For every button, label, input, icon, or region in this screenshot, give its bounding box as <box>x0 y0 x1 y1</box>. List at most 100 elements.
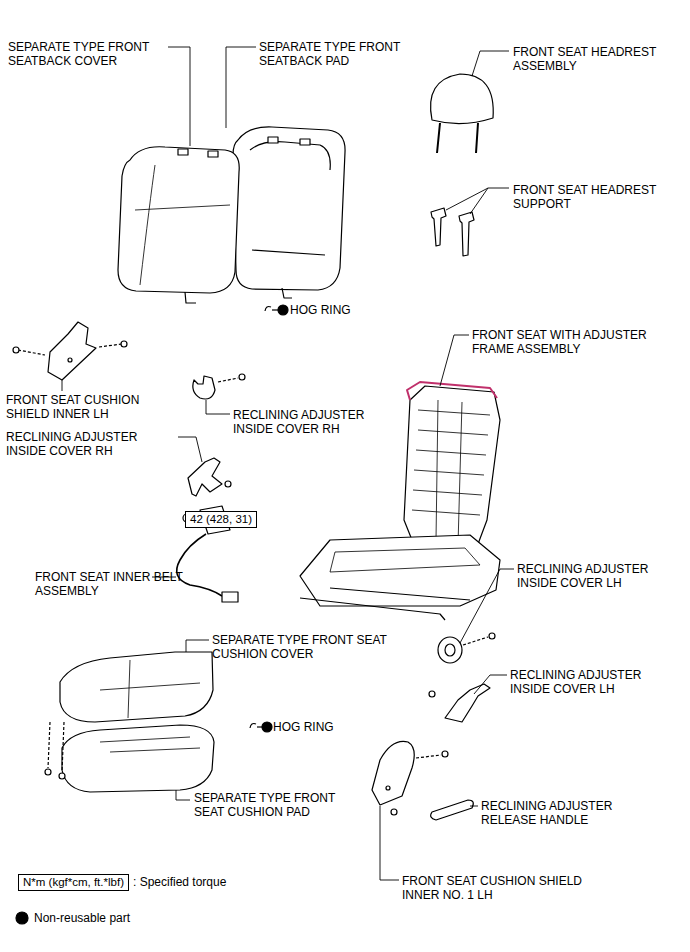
adjuster-cover <box>193 374 245 399</box>
part-label: RECLINING ADJUSTER INSIDE COVER LH <box>510 668 675 696</box>
adjuster-cover <box>188 458 222 496</box>
legend-text: Non-reusable part <box>34 911 130 925</box>
part-label: RECLINING ADJUSTER INSIDE COVER RH <box>6 430 166 458</box>
part-label: RECLINING ADJUSTER INSIDE COVER LH <box>517 562 682 590</box>
seatback-pad <box>282 288 292 298</box>
cushion-shield-inner <box>391 809 397 815</box>
leader-line <box>460 569 514 643</box>
adjuster-cover <box>445 684 490 722</box>
seatback-cover <box>118 147 239 293</box>
part-label: HOG RING <box>290 303 351 317</box>
leader-line <box>62 380 63 391</box>
torque-box: 42 (428, 31) <box>185 511 257 528</box>
adjuster-cover <box>188 458 231 496</box>
cushion-cover <box>60 652 213 722</box>
cushion-cover <box>48 722 64 772</box>
adjuster-cover <box>193 376 215 399</box>
seat-frame <box>330 548 480 572</box>
part-label: RECLINING ADJUSTER INSIDE COVER RH <box>233 408 393 436</box>
legend-dot <box>16 912 28 924</box>
part-label: FRONT SEAT HEADREST SUPPORT <box>513 183 678 211</box>
seat-frame <box>300 588 470 620</box>
cushion-shield-inner <box>13 347 19 353</box>
hog-ring-symbol <box>265 307 271 312</box>
cushion-shield-inner <box>386 786 390 790</box>
hog-ring-symbol <box>250 722 272 732</box>
hog-ring-symbol <box>278 305 288 315</box>
seatback-cover <box>185 292 196 303</box>
cushion-cover <box>100 660 200 718</box>
cushion-shield-inner <box>372 741 414 805</box>
headrest <box>431 74 494 153</box>
part-label: FRONT SEAT CUSHION SHIELD INNER NO. 1 LH <box>402 874 587 902</box>
cushion-pad <box>62 725 214 792</box>
adjuster-cover <box>445 644 455 656</box>
seatback-cover <box>135 165 230 285</box>
adjuster-cover <box>438 637 462 663</box>
seat-frame <box>436 400 462 545</box>
part-label: SEPARATE TYPE FRONT SEATBACK PAD <box>259 40 424 68</box>
seatback-pad <box>268 137 278 143</box>
seat-frame <box>407 382 497 400</box>
part-label: SEPARATE TYPE FRONT SEAT CUSHION COVER <box>212 633 422 661</box>
leader-line <box>62 47 514 880</box>
hog-ring-symbol <box>265 305 288 315</box>
adjuster-cover <box>489 633 495 639</box>
adjuster-cover <box>225 481 231 487</box>
part-label: SEPARATE TYPE FRONT SEAT CUSHION PAD <box>194 791 364 819</box>
seatback-pad <box>250 142 330 255</box>
inner-belt <box>177 534 222 596</box>
hog-ring-symbol <box>262 722 272 732</box>
leader-line <box>178 437 202 462</box>
adjuster-cover <box>239 374 245 380</box>
adjuster-cover <box>429 684 490 722</box>
cushion-cover <box>59 773 65 779</box>
headrest-support <box>459 212 474 256</box>
adjuster-cover <box>463 637 488 645</box>
leader-line <box>206 400 230 414</box>
cushion-shield-inner <box>13 322 127 380</box>
leader-line <box>472 51 509 76</box>
torque-box: N*m (kgf*cm, ft.*lbf) <box>18 874 129 891</box>
headrest <box>437 123 478 153</box>
seatback-cover <box>208 151 218 157</box>
part-label: FRONT SEAT INNER BELT ASSEMBLY <box>35 570 185 598</box>
inner-belt <box>222 592 238 602</box>
torque-text: N*m (kgf*cm, ft.*lbf) <box>23 876 124 888</box>
leader-line <box>176 790 190 800</box>
adjuster-cover <box>429 691 435 697</box>
seatback-cover <box>178 149 188 155</box>
leader-line <box>446 188 509 214</box>
leader-line <box>474 675 507 694</box>
cushion-shield-inner <box>372 741 448 815</box>
cushion-shield-inner <box>442 751 448 757</box>
leader-line <box>470 806 478 807</box>
part-label: FRONT SEAT CUSHION SHIELD INNER LH <box>6 393 166 421</box>
headrest-support <box>431 208 474 256</box>
adjuster-cover <box>218 378 238 382</box>
seat-frame <box>300 535 500 606</box>
headrest-support <box>431 208 446 246</box>
part-label: FRONT SEAT HEADREST ASSEMBLY <box>513 45 678 73</box>
seatback-pad <box>233 127 345 298</box>
seat-frame <box>404 386 500 560</box>
seat-frame <box>412 410 490 515</box>
legend-dot <box>16 912 28 924</box>
part-label: FRONT SEAT WITH ADJUSTER FRAME ASSEMBLY <box>472 328 682 356</box>
leader-line <box>186 640 209 652</box>
cushion-shield-inner <box>68 358 72 362</box>
cushion-cover <box>45 652 213 779</box>
adjuster-cover <box>438 633 495 663</box>
part-label: SEPARATE TYPE FRONT SEATBACK COVER <box>8 40 173 68</box>
seatback-pad <box>233 127 345 290</box>
leader-line <box>226 47 256 128</box>
cushion-shield-inner <box>48 322 96 380</box>
release-handle <box>431 800 474 820</box>
leader-line <box>440 335 469 386</box>
cushion-cover <box>45 769 51 775</box>
parts-illustration <box>13 74 500 924</box>
cushion-pad <box>62 725 214 792</box>
leader-line <box>168 47 190 146</box>
torque-text: 42 (428, 31) <box>190 513 252 525</box>
